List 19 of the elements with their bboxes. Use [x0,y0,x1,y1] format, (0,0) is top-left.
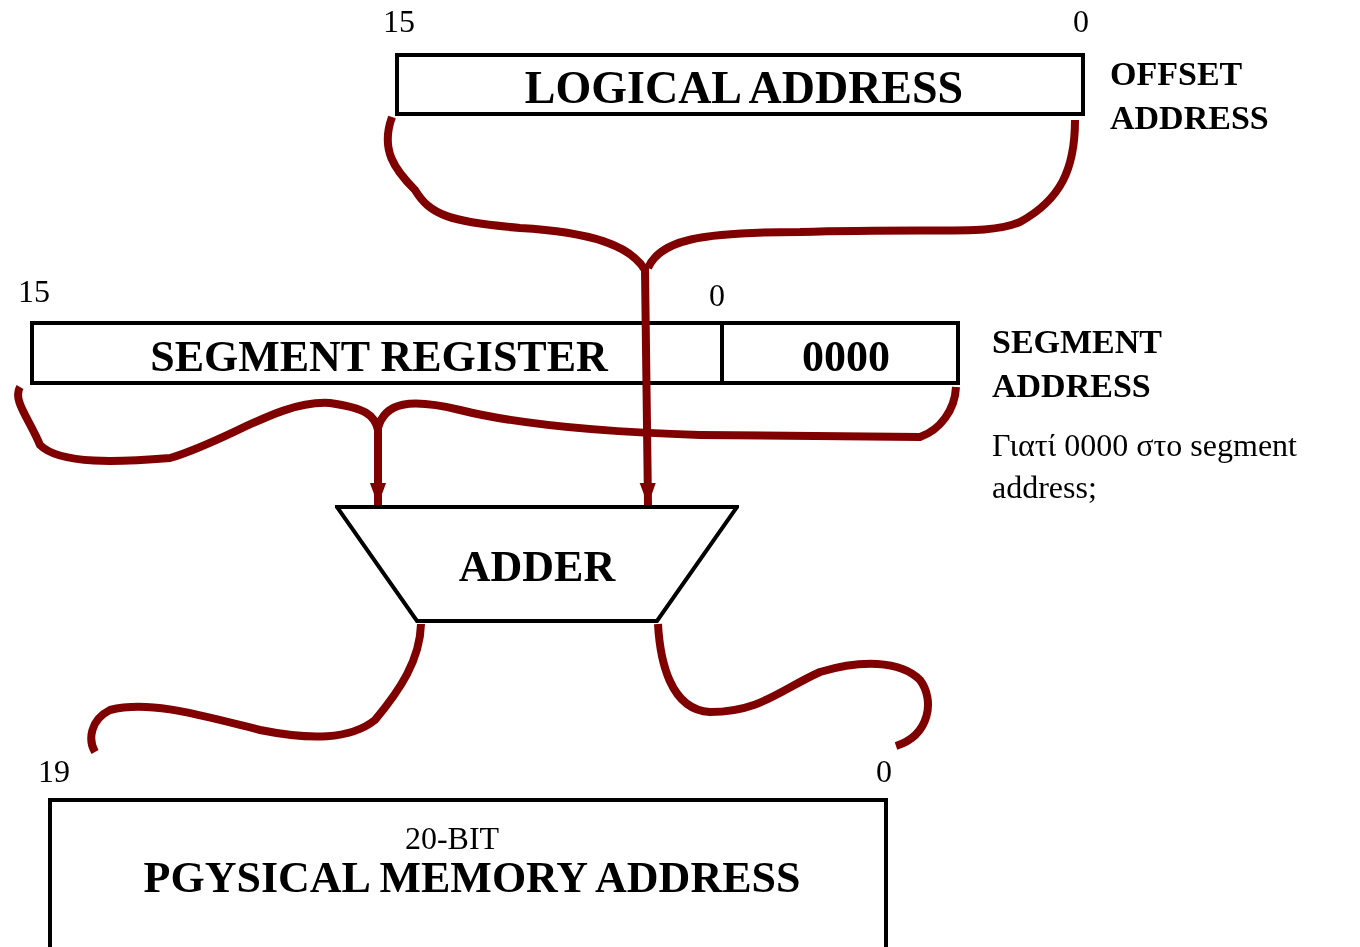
side-note: Γιατί 0000 στο segment address; [992,426,1298,507]
register-box [30,321,960,385]
bit-number: 15 [18,274,50,308]
bit-number: 0 [1073,4,1089,38]
bit-number: 19 [38,754,70,788]
bit-number: 0 [709,278,725,312]
adder-trapezoid [335,505,739,623]
node-label: 0000 [801,333,891,381]
address-box [48,798,888,947]
node-label: SEGMENT REGISTER [149,333,610,381]
address-box [395,53,1085,116]
node-label: LOGICAL ADDRESS [523,63,965,113]
node-label: PGYSICAL MEMORY ADDRESS [142,854,802,902]
node-label: ADDER [457,543,617,591]
bit-number: 15 [383,4,415,38]
node-label: 20-BIT [403,820,501,856]
side-note: OFFSET ADDRESS [1110,54,1270,138]
bit-number: 0 [876,754,892,788]
side-note: SEGMENT ADDRESS [992,322,1163,406]
